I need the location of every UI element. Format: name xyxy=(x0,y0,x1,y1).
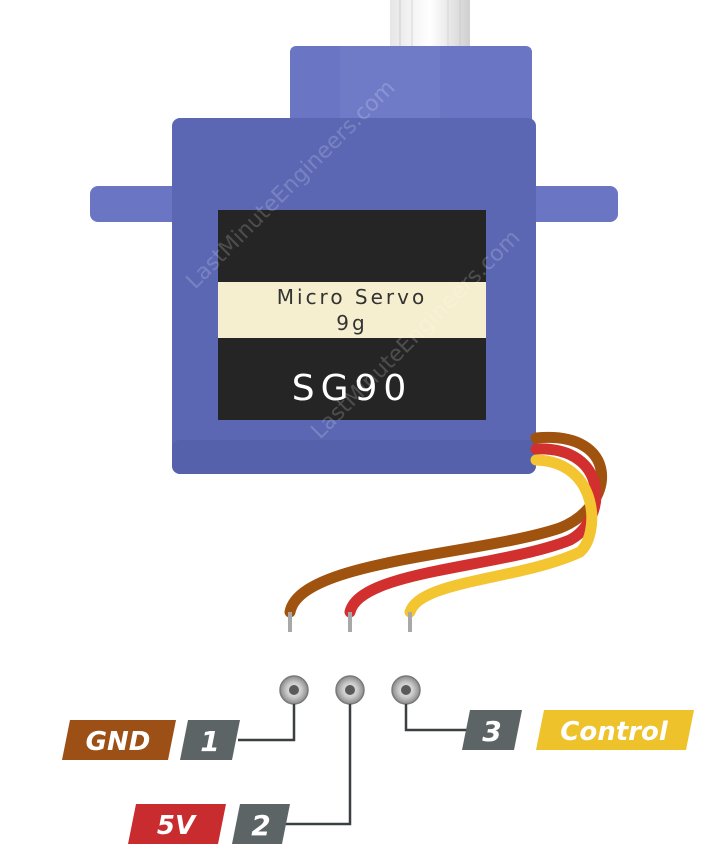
servo-body-shadow xyxy=(172,440,536,474)
pin-number-1: 1 xyxy=(200,725,219,758)
sticker-line1: Micro Servo xyxy=(277,285,427,309)
pin-label-5v: 5V 2 xyxy=(128,804,290,844)
pin-number-2: 2 xyxy=(251,809,270,842)
leader-line-2 xyxy=(284,704,352,826)
servo-label-sticker: Micro Servo 9g SG90 xyxy=(218,210,486,420)
model-name: SG90 xyxy=(292,368,413,409)
wire-control xyxy=(404,454,598,618)
pin-name-control: Control xyxy=(560,717,669,747)
wire-gnd xyxy=(284,431,608,618)
pin-holes xyxy=(279,675,421,705)
output-shaft xyxy=(390,0,470,52)
sticker-line2: 9g xyxy=(336,311,367,335)
leader-line-3 xyxy=(404,704,470,732)
leader-lines xyxy=(238,704,470,826)
servo-cable xyxy=(284,431,608,618)
leader-line-1 xyxy=(238,704,296,742)
pin-label-gnd: GND 1 xyxy=(62,720,240,760)
gear-housing xyxy=(290,46,532,128)
connector-pins xyxy=(288,612,412,632)
pin-name-5v: 5V xyxy=(157,811,197,841)
pin-name-gnd: GND xyxy=(86,727,151,757)
wire-5v xyxy=(344,443,602,618)
pin-label-control: 3 Control xyxy=(462,710,694,750)
mounting-tabs xyxy=(90,186,618,222)
pin-number-3: 3 xyxy=(482,715,501,748)
